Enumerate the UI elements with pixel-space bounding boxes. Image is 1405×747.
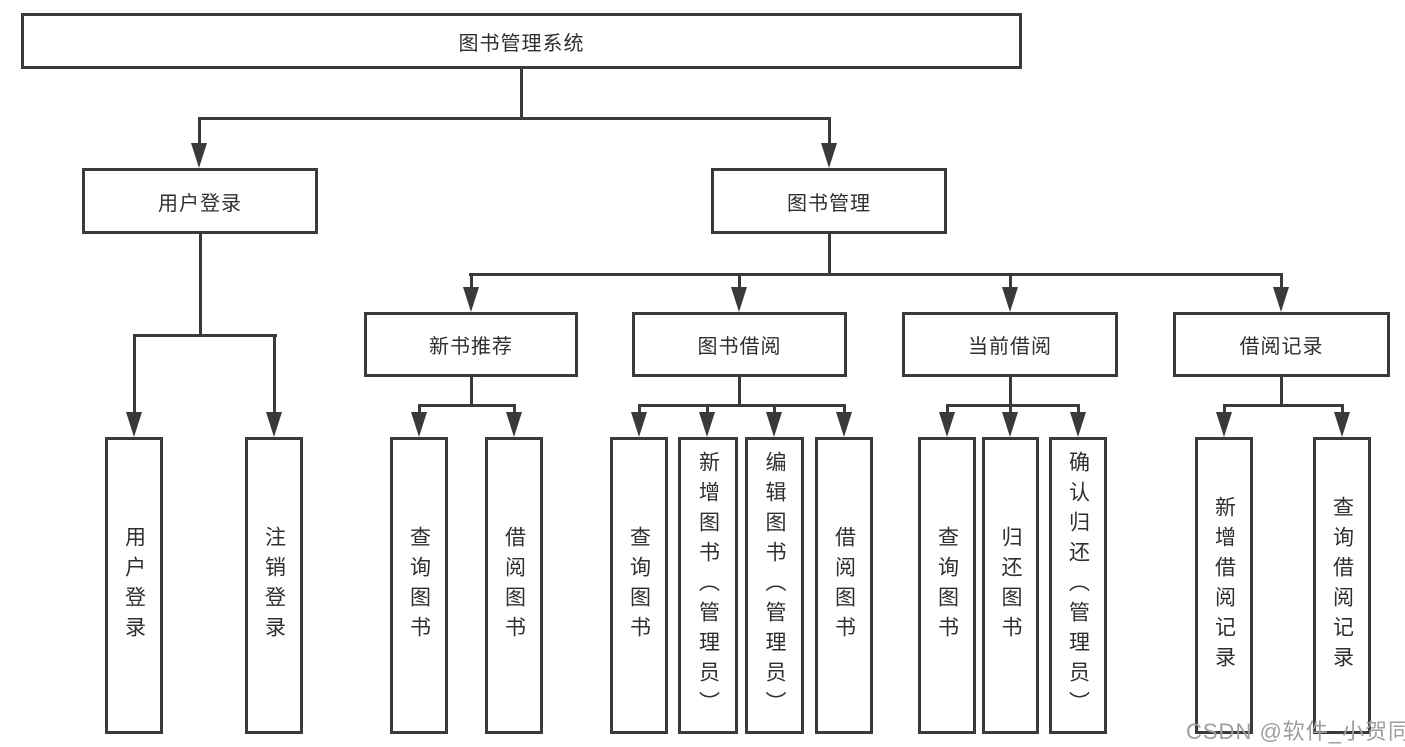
connector-user-login-drop (198, 117, 201, 147)
connector-new-books-drop (470, 273, 473, 289)
connector-book-borrowing-drop (738, 273, 741, 289)
leaf-records-add-record: 新增借阅记录 (1195, 437, 1253, 734)
leaf-logout: 注销登录 (245, 437, 303, 734)
node-user-login: 用户登录 (82, 168, 318, 234)
connector-new-books-stub (470, 376, 473, 407)
arrowhead-book-borrowing (731, 287, 747, 312)
leaf-current-confirm-return-admin: 确认归还（管理员） (1049, 437, 1107, 734)
leaf-records-query-record: 查询借阅记录 (1313, 437, 1371, 734)
node-current-borrowing: 当前借阅 (902, 312, 1118, 377)
arrowhead-cb-query (939, 412, 955, 437)
arrowhead-borrowing-records (1273, 287, 1289, 312)
leaf-borrowing-borrow-books: 借阅图书 (815, 437, 873, 734)
node-book-borrowing: 图书借阅 (632, 312, 847, 377)
arrowhead-nb-query (411, 412, 427, 437)
connector-bb-query-drop (638, 404, 641, 414)
connector-current-borrowing-bar (946, 404, 1080, 407)
leaf-current-return-books: 归还图书 (982, 437, 1039, 734)
leaf-newbooks-query-books: 查询图书 (390, 437, 448, 734)
leaf-borrowing-add-books-admin: 新增图书（管理员） (678, 437, 738, 734)
arrowhead-leaf-user-login (126, 412, 142, 437)
connector-borrowing-records-stub (1280, 376, 1283, 407)
arrowhead-br-query (1334, 412, 1350, 437)
arrowhead-br-add (1216, 412, 1232, 437)
arrowhead-current-borrowing (1002, 287, 1018, 312)
node-book-management: 图书管理 (711, 168, 947, 234)
connector-cb-confirm-drop (1077, 404, 1080, 414)
connector-book-management-stub (828, 233, 831, 276)
arrowhead-book-management (821, 143, 837, 168)
leaf-current-query-books: 查询图书 (918, 437, 976, 734)
connector-book-management-drop (828, 117, 831, 147)
connector-br-add-drop (1223, 404, 1226, 414)
watermark: CSDN @软件_小贺同学 (1186, 719, 1405, 744)
leaf-newbooks-borrow-books: 借阅图书 (485, 437, 543, 734)
arrowhead-new-books (463, 287, 479, 312)
connector-new-books-bar (418, 404, 516, 407)
connector-leaf-logout-drop (273, 334, 276, 414)
connector-root-stub (520, 68, 523, 120)
connector-current-borrowing-stub (1009, 376, 1012, 407)
connector-level1-bar (198, 117, 831, 120)
arrowhead-cb-return (1002, 412, 1018, 437)
connector-user-login-stub (199, 233, 202, 337)
node-new-books: 新书推荐 (364, 312, 578, 377)
arrowhead-bb-borrow (836, 412, 852, 437)
connector-leaf-user-login-drop (133, 334, 136, 414)
arrowhead-bb-query (631, 412, 647, 437)
connector-bb-edit-drop (773, 404, 776, 414)
connector-level2-bar (469, 273, 1282, 276)
connector-nb-query-drop (418, 404, 421, 414)
arrowhead-bb-add (699, 412, 715, 437)
connector-user-login-bar (133, 334, 277, 337)
connector-current-borrowing-drop (1009, 273, 1012, 289)
arrowhead-nb-borrow (506, 412, 522, 437)
connector-br-query-drop (1341, 404, 1344, 414)
connector-nb-borrow-drop (513, 404, 516, 414)
connector-bb-borrow-drop (843, 404, 846, 414)
arrowhead-leaf-logout (266, 412, 282, 437)
connector-borrowing-records-drop (1280, 273, 1283, 289)
connector-bb-add-drop (706, 404, 709, 414)
connector-borrowing-records-bar (1223, 404, 1344, 407)
leaf-borrowing-edit-books-admin: 编辑图书（管理员） (745, 437, 804, 734)
node-borrowing-records: 借阅记录 (1173, 312, 1390, 377)
connector-book-borrowing-bar (638, 404, 846, 407)
arrowhead-cb-confirm (1070, 412, 1086, 437)
arrowhead-bb-edit (766, 412, 782, 437)
connector-book-borrowing-stub (738, 376, 741, 407)
node-root: 图书管理系统 (21, 13, 1022, 69)
connector-cb-return-drop (1009, 404, 1012, 414)
leaf-borrowing-query-books: 查询图书 (610, 437, 668, 734)
arrowhead-user-login (191, 143, 207, 168)
connector-cb-query-drop (946, 404, 949, 414)
leaf-user-login: 用户登录 (105, 437, 163, 734)
